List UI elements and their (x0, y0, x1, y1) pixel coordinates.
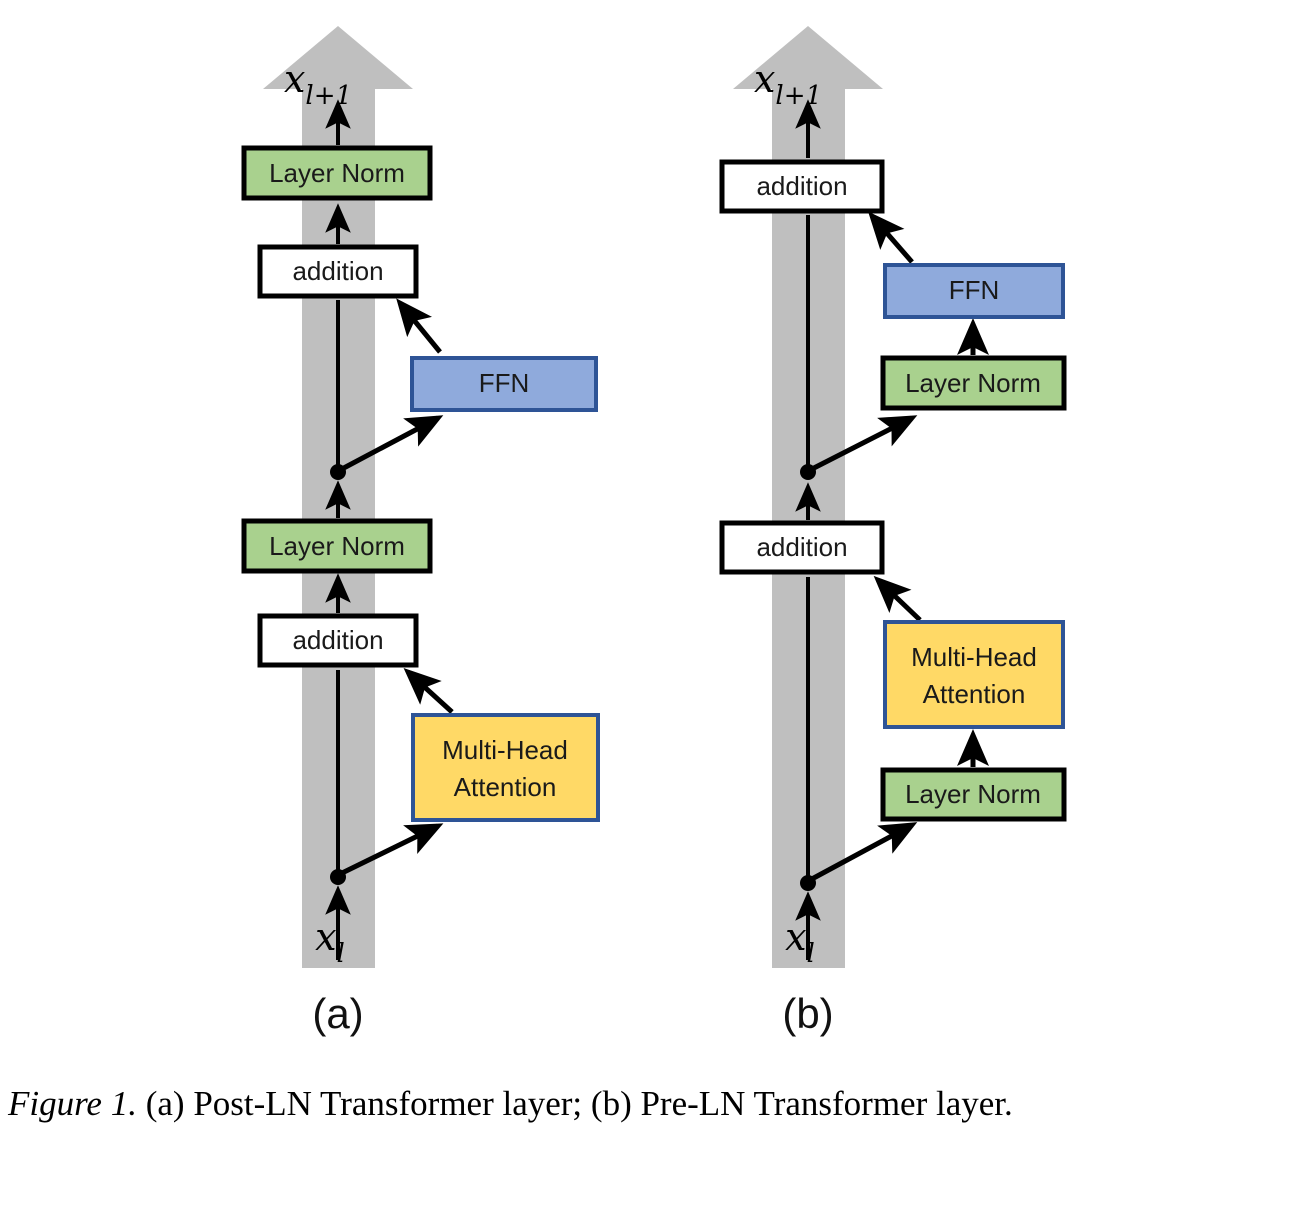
block-a-layer-norm-top[interactable]: Layer Norm (241, 145, 433, 201)
block-label: addition (756, 532, 847, 562)
caption-lead: Figure 1. (8, 1084, 137, 1123)
block-b-addition-top[interactable]: addition (719, 159, 885, 214)
block-b-layer-norm-lower[interactable]: Layer Norm (880, 767, 1067, 822)
panel-a: Layer Norm addition FFN Layer Norm addit… (241, 26, 600, 1037)
arrow-a-attention-to-addition (403, 667, 454, 714)
block-a-addition-top[interactable]: addition (257, 244, 419, 299)
input-var-base: x (785, 915, 806, 959)
block-label: addition (292, 625, 383, 655)
arrow-a-split-to-ffn (338, 415, 444, 473)
figure-caption: Figure 1. (a) Post-LN Transformer layer;… (8, 1082, 1298, 1127)
input-var-base: x (315, 915, 336, 959)
block-label-line-2: Attention (923, 679, 1026, 709)
block-b-attention[interactable]: Multi-Head Attention (883, 620, 1065, 729)
block-label: addition (292, 256, 383, 286)
output-variable-label-b: xl+1 (754, 57, 822, 111)
input-variable-label-a: xl (315, 915, 345, 969)
block-label: FFN (949, 275, 1000, 305)
block-label: FFN (479, 368, 530, 398)
input-var-subscript: l (807, 939, 815, 969)
output-var-base: x (754, 57, 775, 101)
arrow-a-split-to-attention (338, 823, 444, 877)
arrow-b-split-to-layernorm-upper (808, 415, 918, 473)
block-label-line-2: Attention (454, 772, 557, 802)
block-label: Layer Norm (905, 779, 1041, 809)
input-variable-label-b: xl (785, 915, 815, 969)
block-a-addition-bottom[interactable]: addition (257, 613, 419, 668)
arrow-b-split-to-layernorm-lower (808, 822, 918, 883)
block-label: addition (756, 171, 847, 201)
output-variable-label-a: xl+1 (284, 57, 352, 111)
block-a-attention[interactable]: Multi-Head Attention (411, 713, 600, 822)
block-b-layer-norm-upper[interactable]: Layer Norm (880, 355, 1067, 411)
output-var-subscript: l+1 (775, 81, 822, 111)
panel-letter-b: (b) (782, 990, 833, 1037)
input-var-subscript: l (337, 939, 345, 969)
panel-b: addition FFN Layer Norm addition Multi-H… (719, 26, 1067, 1037)
output-var-base: x (284, 57, 305, 101)
block-a-ffn[interactable]: FFN (410, 356, 598, 412)
block-label-line-1: Multi-Head (442, 735, 568, 765)
block-label: Layer Norm (905, 368, 1041, 398)
output-var-subscript: l+1 (305, 81, 352, 111)
block-a-layer-norm-bottom[interactable]: Layer Norm (241, 518, 433, 574)
block-b-addition-bottom[interactable]: addition (719, 520, 885, 575)
panel-letter-a: (a) (312, 990, 363, 1037)
transformer-architecture-diagram: Layer Norm addition FFN Layer Norm addit… (241, 26, 1067, 1037)
arrow-b-attention-to-addition (873, 575, 922, 622)
block-label: Layer Norm (269, 531, 405, 561)
arrow-b-ffn-to-addition (868, 211, 914, 264)
block-label: Layer Norm (269, 158, 405, 188)
arrow-a-ffn-to-addition (396, 298, 442, 354)
block-label-line-1: Multi-Head (911, 642, 1037, 672)
caption-text: (a) Post-LN Transformer layer; (b) Pre-L… (136, 1084, 1013, 1123)
block-b-ffn[interactable]: FFN (883, 263, 1065, 319)
